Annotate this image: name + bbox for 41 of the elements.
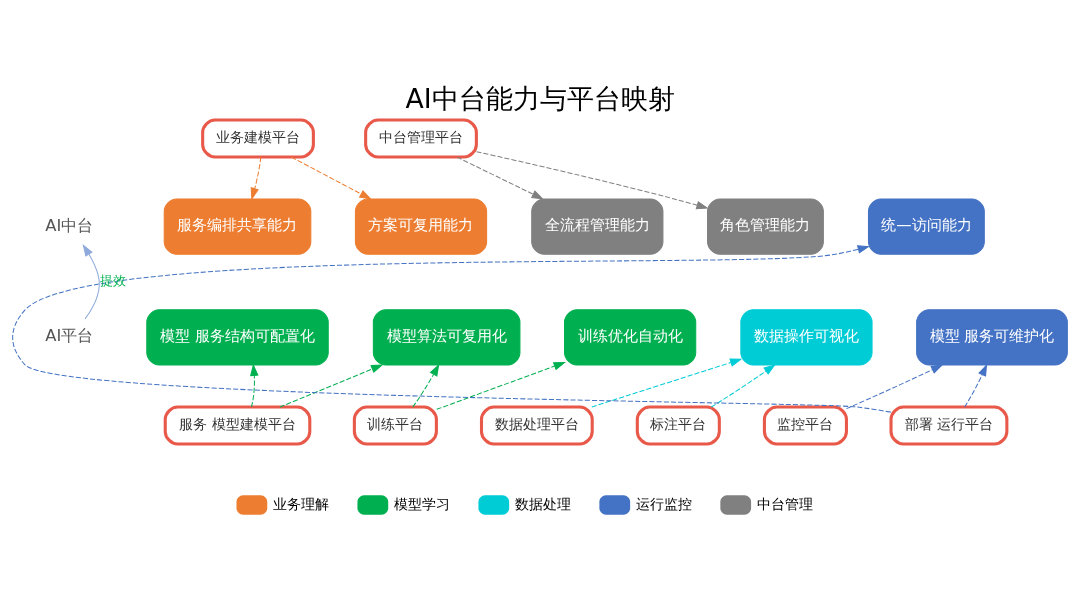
arrow xyxy=(250,156,262,201)
node-box: 模型算法可复用化 xyxy=(372,309,521,366)
legend-label: 数据处理 xyxy=(515,495,572,512)
node-box: 服务编排共享能力 xyxy=(163,198,312,255)
arrow xyxy=(436,361,566,410)
arrow xyxy=(964,363,988,408)
diagram-title: AI中台能力与平台映射 xyxy=(405,82,675,114)
node-box: 模型 服务结构可配置化 xyxy=(146,309,329,366)
node-text: AI平台 xyxy=(45,326,94,346)
node-box: 数据操作可视化 xyxy=(740,309,873,366)
node-box: 部署 运行平台 xyxy=(889,405,1009,446)
node-box: 模型 服务可维护化 xyxy=(916,309,1068,366)
node-box: 数据处理平台 xyxy=(479,405,594,446)
node-box: 全流程管理能力 xyxy=(531,198,664,255)
legend-label: 中台管理 xyxy=(757,495,814,512)
node-box: 中台管理平台 xyxy=(364,118,478,159)
node-box: 监控平台 xyxy=(762,405,848,446)
node-box: 训练平台 xyxy=(352,405,438,446)
arrow xyxy=(476,151,709,210)
node-box: 方案可复用能力 xyxy=(354,198,488,255)
node-box: 服务 模型建模平台 xyxy=(163,405,312,446)
arrow xyxy=(250,363,259,408)
node-box: 角色管理能力 xyxy=(707,198,824,255)
legend-label: 运行监控 xyxy=(636,495,693,512)
arrow xyxy=(412,363,440,408)
node-box: 统—访问能力 xyxy=(867,198,985,255)
arrow xyxy=(82,244,100,320)
node-text: AI中台 xyxy=(45,215,94,235)
arrow xyxy=(710,364,776,408)
arrow xyxy=(591,358,743,408)
node-box: 标注平台 xyxy=(635,405,721,446)
legend-label: 模型学习 xyxy=(394,495,451,512)
arrow xyxy=(456,156,544,200)
arrow xyxy=(12,245,892,413)
arrow xyxy=(845,364,944,410)
arrow xyxy=(279,364,384,408)
arrow xyxy=(290,156,372,200)
edge-label: 提效 xyxy=(100,273,127,289)
node-box: 训练优化自动化 xyxy=(564,309,697,366)
legend-label: 业务理解 xyxy=(273,495,330,512)
node-box: 业务建模平台 xyxy=(201,118,315,159)
